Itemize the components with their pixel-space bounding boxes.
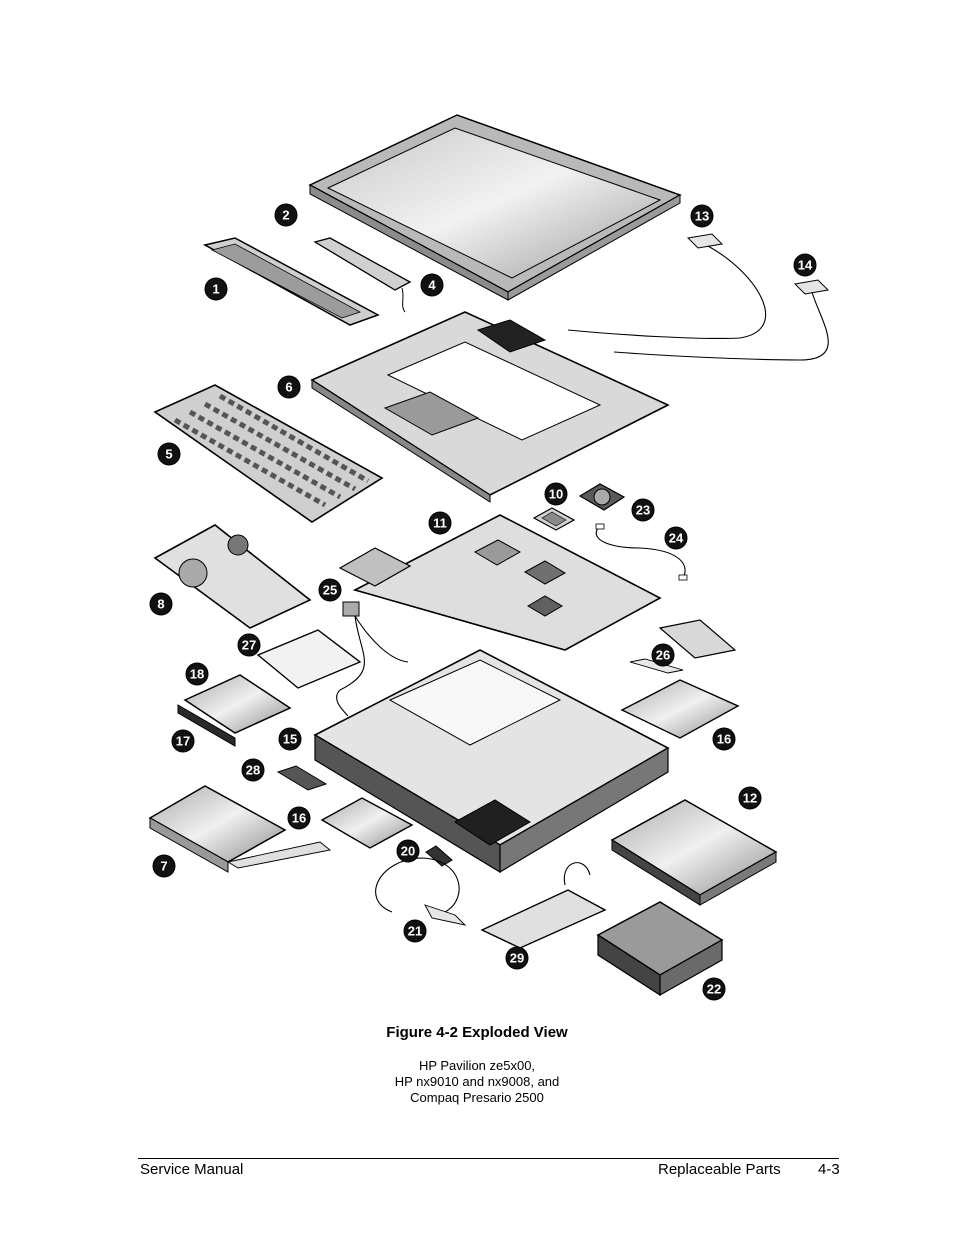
callout-20-badge: 20 [396, 839, 420, 863]
callout-10-badge: 10 [544, 482, 568, 506]
callout-number: 28 [246, 763, 260, 778]
fan-cable-part [595, 523, 688, 581]
callout-13-badge: 13 [690, 204, 714, 228]
callout-number: 20 [401, 844, 415, 859]
footer-section-title: Replaceable Parts [658, 1161, 781, 1178]
callout-17-badge: 17 [171, 729, 195, 753]
antenna-cables-part [567, 233, 830, 361]
callout-23-badge: 23 [631, 498, 655, 522]
callout-6-badge: 6 [277, 375, 301, 399]
callout-16-badge: 16 [287, 806, 311, 830]
callout-4-badge: 4 [420, 273, 444, 297]
dvd-drive-part [610, 799, 778, 906]
connector-board-part [629, 619, 737, 674]
keyboard-part [153, 384, 384, 523]
base-enclosure-part [313, 649, 670, 874]
callout-22-badge: 22 [702, 977, 726, 1001]
callout-number: 29 [510, 951, 524, 966]
processor-part [532, 507, 576, 531]
optical-drive-part [148, 785, 332, 873]
battery-part [596, 901, 724, 997]
callout-26-badge: 26 [651, 643, 675, 667]
callout-number: 7 [160, 859, 167, 874]
figure-subtitle-line-1: HP Pavilion ze5x00, [418, 1058, 536, 1073]
figure-subtitle-line-3: Compaq Presario 2500 [410, 1090, 544, 1105]
callout-number: 18 [190, 667, 204, 682]
system-board-part [338, 514, 662, 651]
callout-number: 14 [798, 258, 813, 273]
callout-number: 26 [656, 648, 670, 663]
callout-number: 13 [695, 209, 709, 224]
callout-24-badge: 24 [664, 526, 688, 550]
heatsink-part [153, 524, 312, 629]
callout-number: 16 [292, 811, 306, 826]
callout-number: 16 [717, 732, 731, 747]
callout-number: 27 [242, 638, 256, 653]
callout-2-badge: 2 [274, 203, 298, 227]
callout-12-badge: 12 [738, 786, 762, 810]
hard-drive-part [177, 674, 292, 747]
callout-21-badge: 21 [403, 919, 427, 943]
inverter-board-part [313, 237, 412, 313]
callout-7-badge: 7 [152, 854, 176, 878]
footer-manual-title: Service Manual [140, 1161, 244, 1178]
small-bracket-part [425, 845, 453, 867]
callout-number: 5 [165, 447, 172, 462]
top-cover-part [310, 311, 670, 503]
figure-subtitle-line-2: HP nx9010 and nx9008, and [394, 1074, 560, 1089]
io-board-part [480, 862, 607, 949]
hard-drive-bracket-part [256, 629, 362, 689]
callout-number: 2 [282, 208, 289, 223]
callout-14-badge: 14 [793, 253, 817, 277]
callout-16-badge: 16 [712, 727, 736, 751]
callout-number: 8 [157, 597, 164, 612]
figure-caption: Figure 4-2 Exploded View [386, 1024, 568, 1041]
callout-number: 23 [636, 503, 650, 518]
callout-number: 25 [323, 583, 337, 598]
callout-number: 15 [283, 732, 297, 747]
callout-8-badge: 8 [149, 592, 173, 616]
callout-29-badge: 29 [505, 946, 529, 970]
callout-number: 12 [743, 791, 757, 806]
callout-number: 6 [285, 380, 292, 395]
callout-27-badge: 27 [237, 633, 261, 657]
callout-18-badge: 18 [185, 662, 209, 686]
callout-28-badge: 28 [241, 758, 265, 782]
callout-number: 24 [669, 531, 684, 546]
callout-number: 10 [549, 487, 563, 502]
hinge-cover-part [202, 237, 380, 326]
callout-number: 21 [408, 924, 422, 939]
callout-number: 11 [433, 516, 447, 531]
display-assembly-part [308, 114, 682, 301]
callout-15-badge: 15 [278, 727, 302, 751]
cover-strip-part [276, 765, 328, 791]
footer-page-number: 4-3 [818, 1161, 840, 1178]
callout-number: 1 [212, 282, 219, 297]
callout-number: 17 [176, 734, 190, 749]
callout-number: 22 [707, 982, 721, 997]
audio-cable-part [375, 857, 467, 926]
shield-plate-part [320, 679, 740, 849]
callout-number: 4 [428, 278, 436, 293]
callout-11-badge: 11 [428, 511, 452, 535]
speaker-cable-part [336, 601, 409, 717]
callout-25-badge: 25 [318, 578, 342, 602]
callout-5-badge: 5 [157, 442, 181, 466]
footer-rule [138, 1158, 839, 1159]
fan-part [578, 483, 626, 511]
callout-1-badge: 1 [204, 277, 228, 301]
